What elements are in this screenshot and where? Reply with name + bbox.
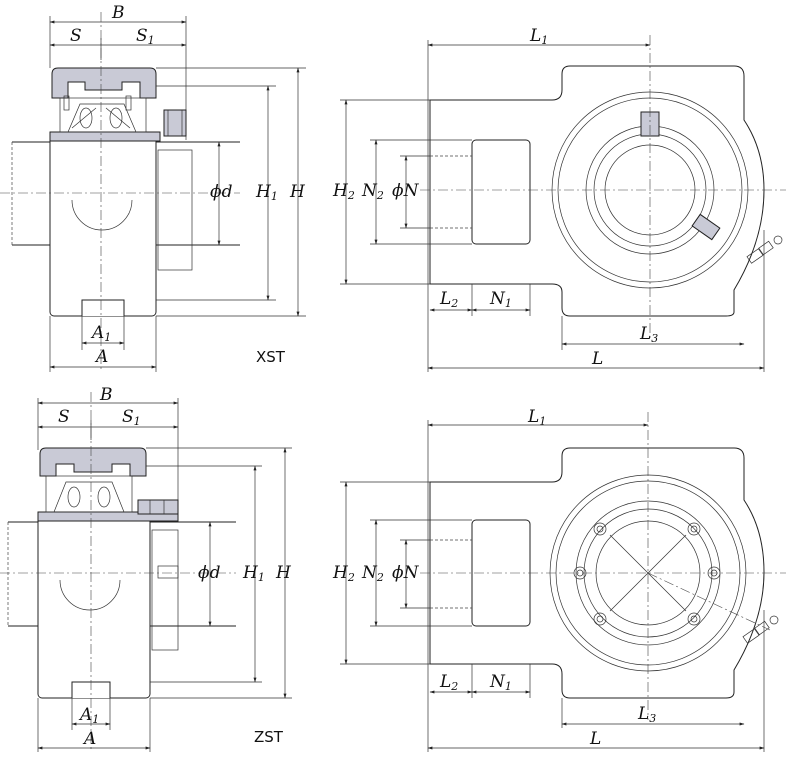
- label-L3: L3: [639, 324, 658, 345]
- xst-front-view: [340, 35, 786, 372]
- label-S: S: [70, 26, 82, 46]
- label-A: A: [82, 729, 96, 749]
- label-H: H: [289, 182, 306, 202]
- model-tag-xst: XST: [256, 348, 286, 366]
- label-S1: S1: [136, 26, 155, 47]
- label-N1: N1: [489, 672, 512, 693]
- label-L: L: [591, 349, 603, 369]
- label-L2: L2: [439, 672, 458, 693]
- label-L2: L2: [439, 289, 458, 310]
- label-B: B: [111, 3, 125, 23]
- label-L3: L3: [637, 704, 656, 725]
- label-N1: N1: [489, 289, 512, 310]
- label-L: L: [589, 729, 601, 749]
- label-H1: H1: [242, 563, 265, 584]
- label-N2: N2: [361, 563, 384, 584]
- model-tag-zst: ZST: [254, 728, 284, 746]
- label-A: A: [94, 347, 108, 367]
- label-H2: H2: [332, 181, 355, 202]
- label-N2: N2: [361, 181, 384, 202]
- label-L1: L1: [529, 26, 548, 47]
- label-H1: H1: [255, 182, 278, 203]
- label-A1: A1: [78, 705, 99, 726]
- label-H: H: [275, 563, 292, 583]
- label-phi-d: ϕd: [210, 182, 233, 202]
- label-phi-N: ϕN: [392, 563, 420, 583]
- label-B: B: [99, 385, 113, 405]
- label-S1: S1: [122, 407, 141, 428]
- label-H2: H2: [332, 563, 355, 584]
- zst-side-view: [0, 392, 292, 752]
- xst-bearing-internals: [59, 95, 187, 137]
- label-phi-d: ϕd: [198, 563, 221, 583]
- label-S: S: [58, 407, 70, 427]
- label-A1: A1: [90, 323, 111, 344]
- label-phi-N: ϕN: [392, 181, 420, 201]
- xst-side-view: [0, 12, 306, 372]
- zst-bearing-internals: [45, 475, 179, 515]
- zst-front-view: [340, 412, 786, 752]
- label-L1: L1: [527, 407, 546, 428]
